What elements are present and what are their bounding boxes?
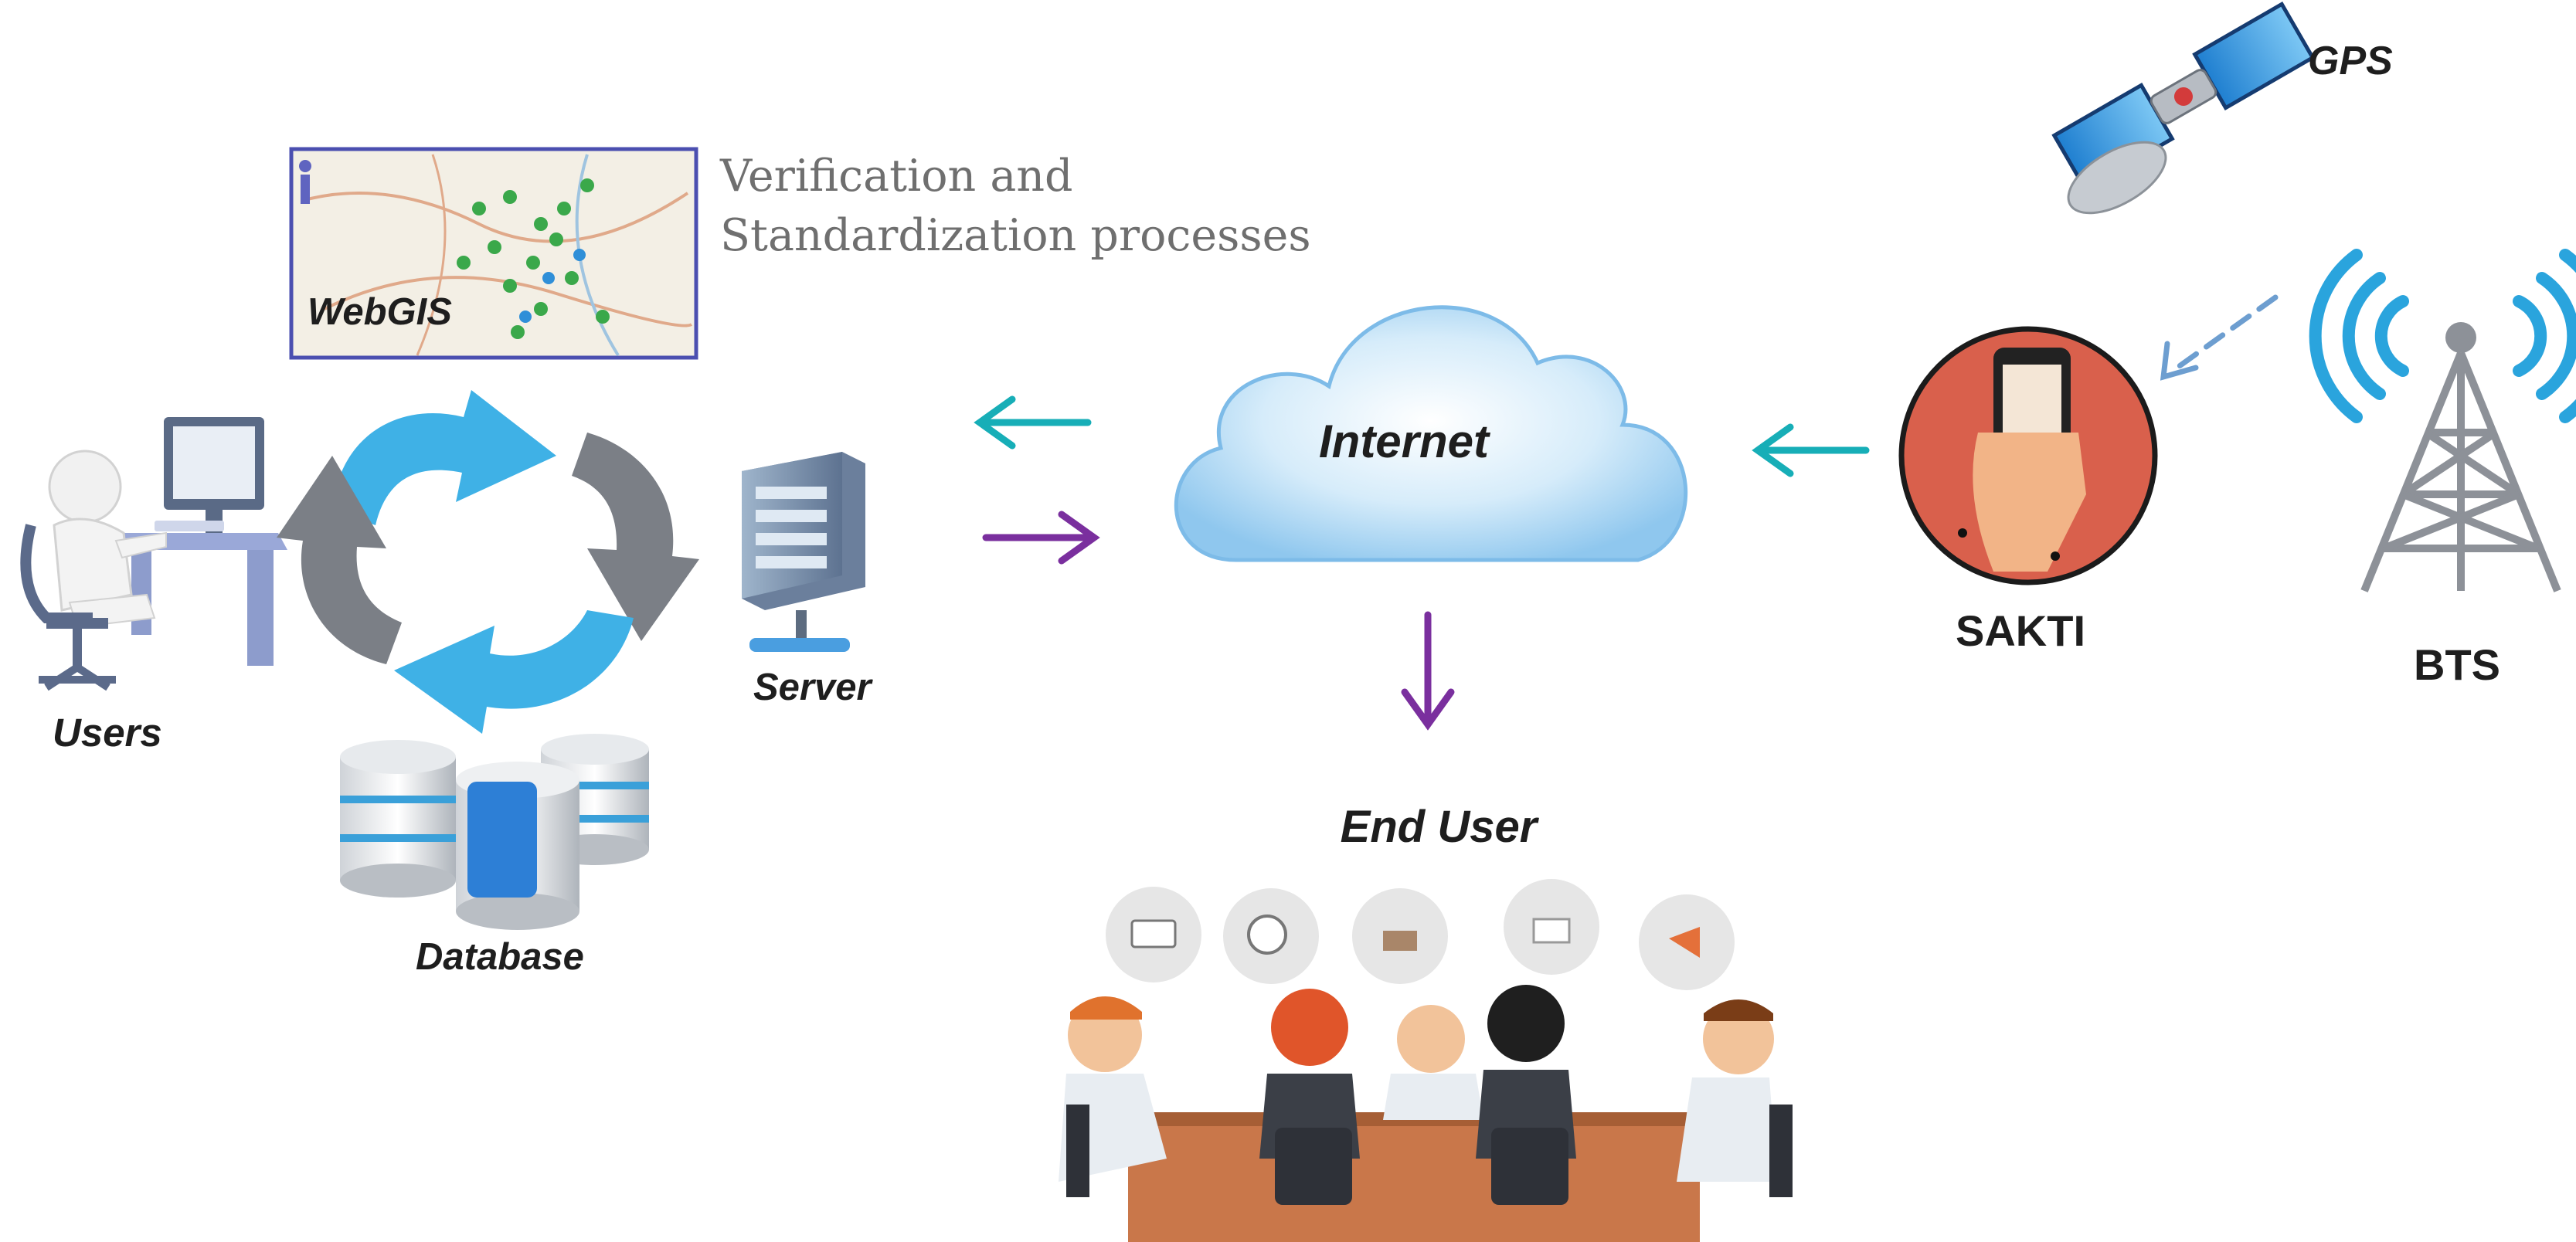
user-at-computer-icon bbox=[20, 417, 287, 691]
verification-note-line2: Standardization processes bbox=[720, 210, 1311, 261]
verification-note: Verification and Standardization process… bbox=[720, 147, 1311, 266]
verification-note-line1: Verification and bbox=[720, 151, 1073, 202]
database-label: Database bbox=[416, 936, 584, 978]
webgis-label: WebGIS bbox=[308, 291, 452, 333]
server-icon bbox=[742, 452, 865, 652]
end-user-meeting-icon bbox=[1059, 879, 1793, 1242]
arrow-sakti-to-internet bbox=[1752, 423, 1870, 477]
database-icon bbox=[340, 734, 649, 930]
bts-tower-icon bbox=[2309, 249, 2576, 592]
end-user-label: End User bbox=[1341, 802, 1540, 852]
gps-satellite-icon bbox=[2051, 1, 2316, 215]
arrow-internet-to-end-user bbox=[1401, 611, 1455, 731]
arrow-server-to-internet bbox=[982, 511, 1100, 565]
webgis-map-icon bbox=[289, 147, 698, 360]
sakti-phone-icon bbox=[1898, 326, 2158, 585]
internet-cloud-icon bbox=[1174, 305, 1688, 562]
sakti-label: SAKTI bbox=[1956, 606, 2085, 655]
sync-cycle-icon bbox=[277, 390, 699, 734]
arrow-gps-to-sakti bbox=[2160, 294, 2279, 381]
internet-label: Internet bbox=[1319, 416, 1491, 467]
bts-label: BTS bbox=[2414, 640, 2500, 689]
gps-label: GPS bbox=[2308, 39, 2393, 83]
users-label: Users bbox=[53, 711, 162, 755]
arrow-internet-to-server bbox=[974, 395, 1092, 450]
server-label: Server bbox=[753, 667, 874, 708]
